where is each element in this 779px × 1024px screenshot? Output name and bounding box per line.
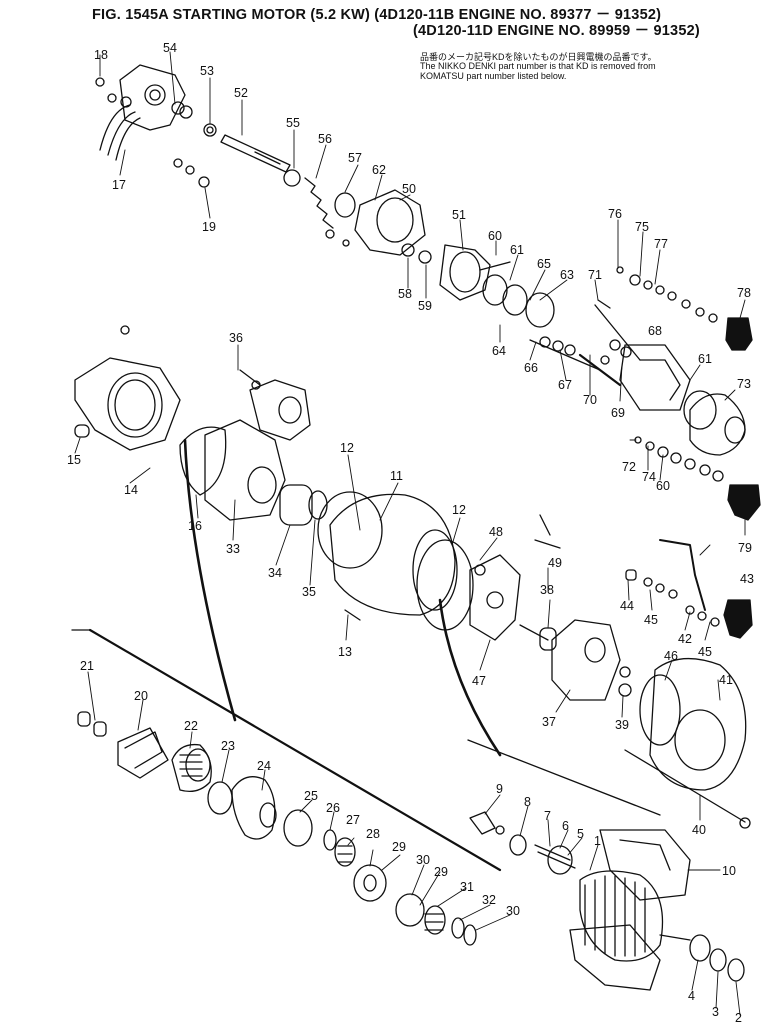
label-20: 20	[134, 689, 148, 703]
label-24: 24	[257, 759, 271, 773]
label-73: 73	[737, 377, 751, 391]
label-33: 33	[226, 542, 240, 556]
label-57: 57	[348, 151, 362, 165]
label-27: 27	[346, 813, 360, 827]
label-30a: 30	[416, 853, 430, 867]
label-41: 41	[719, 673, 733, 687]
label-81: 61	[698, 352, 712, 366]
label-50: 50	[402, 182, 416, 196]
label-34: 34	[268, 566, 282, 580]
label-70: 70	[583, 393, 597, 407]
label-62: 62	[372, 163, 386, 177]
label-61: 61	[510, 243, 524, 257]
label-40: 40	[692, 823, 706, 837]
label-55: 55	[286, 116, 300, 130]
label-43: 43	[740, 572, 754, 586]
label-13: 13	[338, 645, 352, 659]
label-10: 10	[722, 864, 736, 878]
label-8: 8	[524, 795, 531, 809]
label-56: 56	[318, 132, 332, 146]
label-21: 21	[80, 659, 94, 673]
label-23: 23	[221, 739, 235, 753]
label-58: 58	[398, 287, 412, 301]
label-72: 72	[622, 460, 636, 474]
drive-bottom-group	[71, 438, 745, 991]
label-60: 60	[488, 229, 502, 243]
label-1: 1	[594, 834, 601, 848]
part-number-labels: 18 54 53 52 55 56 57 62 50 51 60 61 65 6…	[67, 41, 754, 1024]
label-42: 42	[678, 632, 692, 646]
label-31: 31	[460, 880, 474, 894]
label-29b: 29	[434, 865, 448, 879]
label-49: 49	[548, 556, 562, 570]
label-66: 66	[524, 361, 538, 375]
label-11: 11	[390, 469, 403, 483]
label-59: 59	[418, 299, 432, 313]
label-28: 28	[366, 827, 380, 841]
note-english-line-2: KOMATSU part number listed below.	[420, 71, 567, 81]
label-36: 36	[229, 331, 243, 345]
label-14: 14	[124, 483, 138, 497]
housing-middle-group	[74, 325, 753, 829]
note-japanese: 品番のメーカ記号KDを除いたものが日興電機の品番です。	[420, 52, 657, 62]
solenoid-top-group	[95, 64, 761, 521]
label-12a: 12	[340, 441, 354, 455]
leader-lines	[74, 51, 746, 1016]
label-39: 39	[615, 718, 629, 732]
label-16: 16	[188, 519, 202, 533]
label-77: 77	[654, 237, 668, 251]
diagram-title-line-2: (4D120-11D ENGINE NO. 89959 － 91352)	[413, 23, 700, 39]
label-4: 4	[688, 989, 695, 1003]
note-english-line-1: The NIKKO DENKI part number is that KD i…	[420, 61, 656, 71]
label-68: 68	[648, 324, 662, 338]
label-53: 53	[200, 64, 214, 78]
label-19: 19	[202, 220, 216, 234]
label-32: 32	[482, 893, 496, 907]
label-44: 44	[620, 599, 634, 613]
label-46: 46	[664, 649, 678, 663]
label-26: 26	[326, 801, 340, 815]
label-71: 71	[588, 268, 602, 282]
label-3: 3	[712, 1005, 719, 1019]
label-30b: 30	[506, 904, 520, 918]
label-80: 60	[656, 479, 670, 493]
label-6: 6	[562, 819, 569, 833]
label-64: 64	[492, 344, 506, 358]
label-78: 78	[737, 286, 751, 300]
label-35: 35	[302, 585, 316, 599]
label-15: 15	[67, 453, 81, 467]
label-45a: 45	[644, 613, 658, 627]
label-48: 48	[489, 525, 503, 539]
label-29a: 29	[392, 840, 406, 854]
label-79: 79	[738, 541, 752, 555]
label-63: 63	[560, 268, 574, 282]
label-69: 69	[611, 406, 625, 420]
label-7: 7	[544, 809, 551, 823]
label-74: 74	[642, 470, 656, 484]
label-2: 2	[735, 1011, 742, 1024]
label-45b: 45	[698, 645, 712, 659]
label-47: 47	[472, 674, 486, 688]
label-75: 75	[635, 220, 649, 234]
label-38: 38	[540, 583, 554, 597]
label-5: 5	[577, 827, 584, 841]
label-65: 65	[537, 257, 551, 271]
label-67: 67	[558, 378, 572, 392]
label-37: 37	[542, 715, 556, 729]
label-18: 18	[94, 48, 108, 62]
diagram-title-line-1: FIG. 1545A STARTING MOTOR (5.2 KW) (4D12…	[92, 7, 662, 23]
label-9: 9	[496, 782, 503, 796]
label-12b: 12	[452, 503, 466, 517]
label-22: 22	[184, 719, 198, 733]
label-76: 76	[608, 207, 622, 221]
label-54: 54	[163, 41, 177, 55]
label-25: 25	[304, 789, 318, 803]
label-52: 52	[234, 86, 248, 100]
label-17: 17	[112, 178, 126, 192]
label-51: 51	[452, 208, 466, 222]
